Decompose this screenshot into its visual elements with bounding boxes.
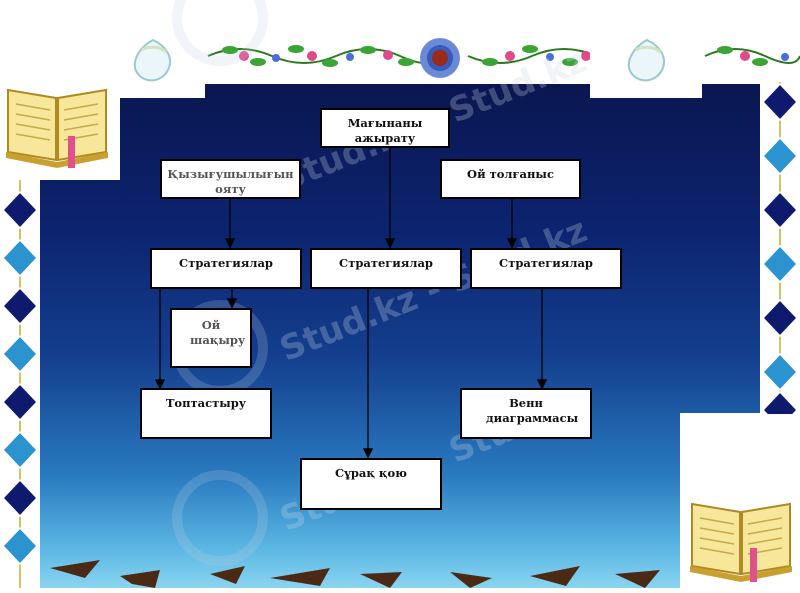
open-book-icon bbox=[690, 502, 792, 582]
node-strategies-mid: Стратегиялар bbox=[310, 248, 462, 289]
node-reflection: Ой толғаныс bbox=[440, 159, 581, 199]
diamond-chain-left bbox=[1, 180, 39, 590]
drop-ornament-icon bbox=[133, 38, 172, 82]
node-venn: Венн диаграммасы bbox=[460, 388, 592, 439]
open-book-icon bbox=[6, 88, 108, 168]
node-strategies-right: Стратегиялар bbox=[470, 248, 622, 289]
node-grouping: Топтастыру bbox=[140, 388, 272, 439]
drop-ornament-icon bbox=[627, 38, 666, 82]
node-interest: Қызығушылығын ояту bbox=[160, 159, 301, 199]
node-thought-call: Ой шақыру bbox=[170, 308, 252, 368]
node-question: Сұрақ қою bbox=[300, 458, 442, 510]
node-root: Мағынаны ажырату bbox=[320, 108, 450, 148]
bottom-strip bbox=[0, 588, 800, 593]
bottom-silhouettes bbox=[50, 560, 660, 588]
node-strategies-left: Стратегиялар bbox=[150, 248, 302, 289]
diamond-chain-right bbox=[761, 82, 799, 414]
